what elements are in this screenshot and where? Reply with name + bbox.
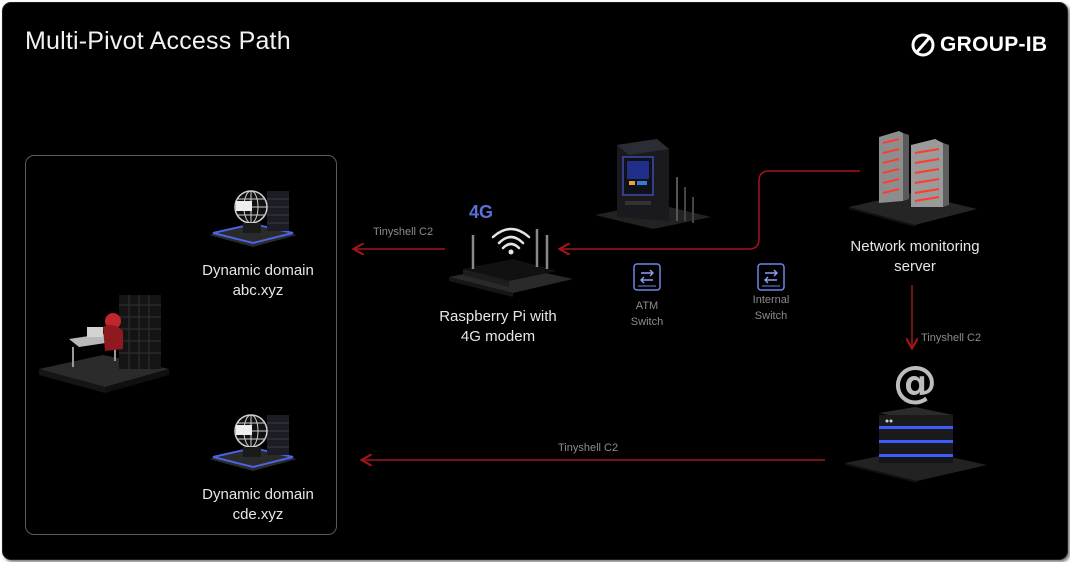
svg-text:@: @ (893, 357, 937, 408)
mail-server-icon: @ (845, 357, 987, 483)
group-ib-logo-icon (911, 33, 935, 57)
edge-label-bottom: Tinyshell C2 (558, 442, 619, 454)
node-label-internal-switch: Internal Switch (752, 294, 790, 322)
node-label-domain1: Dynamic domain abc.xyz (202, 262, 314, 299)
edge-label-right: Tinyshell C2 (921, 332, 982, 344)
node-label-domain2: Dynamic domain cde.xyz (202, 486, 314, 523)
node-label-monitoring: Network monitoring server (850, 238, 980, 275)
atm-icon (595, 139, 711, 229)
arrow-monitor-to-raspberry (561, 170, 860, 249)
brand-logo: GROUP-IB (910, 32, 1047, 58)
brand-name: GROUP-IB (940, 33, 1048, 56)
edge-label-top: Tinyshell C2 (373, 226, 434, 238)
badge-4g: 4G (469, 202, 494, 222)
globe-server-icon (209, 414, 297, 471)
globe-server-icon (209, 190, 297, 247)
attacker-panel (25, 155, 337, 535)
switch-icon (757, 263, 785, 291)
connection-lines (3, 170, 1067, 559)
server-building-icon (849, 131, 977, 227)
router-icon (449, 227, 573, 297)
attacker-desk-icon (39, 295, 169, 393)
node-label-atm-switch: ATM Switch (630, 300, 664, 328)
switch-icon (633, 263, 661, 291)
node-label-raspberry: Raspberry Pi with 4G modem (439, 308, 557, 345)
diagram-title: Multi-Pivot Access Path (25, 27, 291, 55)
